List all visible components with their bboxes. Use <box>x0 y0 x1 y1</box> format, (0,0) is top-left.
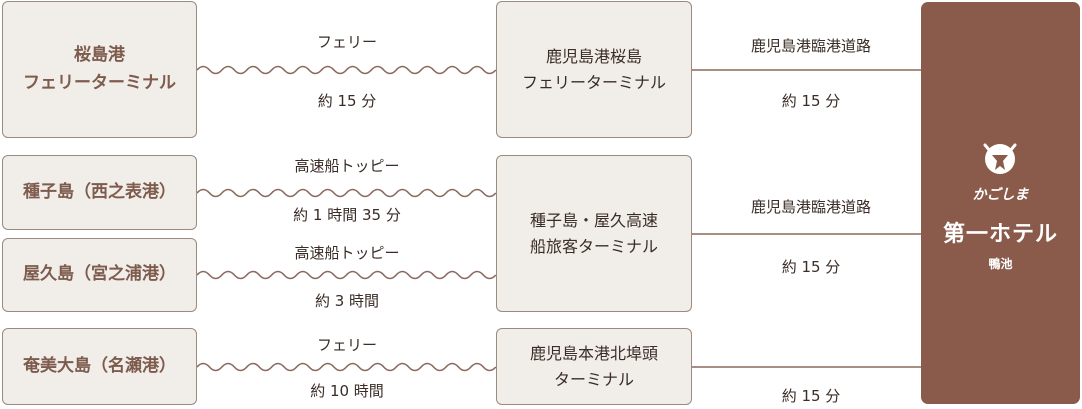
origin-label-line1: 桜島港 <box>74 45 125 66</box>
sea-time-label: 約 1 時間 35 分 <box>293 206 401 224</box>
terminal-label-line1: 種子島・屋久高速 <box>529 210 658 230</box>
hotel-destination: かごしま 第一ホテル 鴨池 <box>921 2 1080 404</box>
origin-yakushima: 屋久島（宮之浦港） <box>2 238 197 312</box>
terminal-label-line1: 鹿児島本港北埠頭 <box>529 343 658 363</box>
terminal-label-line2: 船旅客ターミナル <box>529 236 658 256</box>
road-time-label: 約 15 分 <box>781 258 841 276</box>
terminal-label-line2: フェリーターミナル <box>521 72 666 92</box>
hotel-logo-icon <box>983 143 1017 174</box>
origin-label-line2: フェリーターミナル <box>23 72 176 93</box>
wavy-sea-route-ferry-sakurajima <box>196 65 497 75</box>
road-name-label: 鹿児島港臨港道路 <box>750 37 872 55</box>
wavy-sea-route-amami <box>196 362 497 372</box>
origin-sakurajima-port: 桜島港 フェリーターミナル <box>2 1 197 138</box>
wavy-sea-route-yakushima <box>196 270 497 280</box>
sea-mode-label: 高速船トッピー <box>294 157 400 175</box>
origin-label: 屋久島（宮之浦港） <box>23 264 176 285</box>
sea-mode-label: 高速船トッピー <box>294 244 400 262</box>
terminal-kitafuto: 鹿児島本港北埠頭 ターミナル <box>496 328 692 405</box>
terminal-sakurajima-ferry: 鹿児島港桜島 フェリーターミナル <box>496 1 692 138</box>
sea-time-label: 約 3 時間 <box>314 292 380 310</box>
origin-label: 奄美大島（名瀬港） <box>23 355 176 376</box>
terminal-label-line1: 鹿児島港桜島 <box>545 46 642 66</box>
wavy-sea-route-tanegashima <box>196 188 497 198</box>
origin-label: 種子島（西之表港） <box>23 181 176 202</box>
hotel-name: 第一ホテル <box>942 222 1058 247</box>
road-name-label: 鹿児島港臨港道路 <box>750 198 872 216</box>
terminal-tane-yaku-highspeed: 種子島・屋久高速 船旅客ターミナル <box>496 155 692 312</box>
origin-tanegashima: 種子島（西之表港） <box>2 155 197 230</box>
terminal-label-line2: ターミナル <box>553 369 634 389</box>
sea-mode-label: フェリー <box>316 336 378 354</box>
origin-amami: 奄美大島（名瀬港） <box>2 328 197 405</box>
sea-mode-label: フェリー <box>316 33 378 51</box>
road-time-label: 約 15 分 <box>781 92 841 110</box>
sea-time-label: 約 10 時間 <box>310 382 384 400</box>
sea-time-label: 約 15 分 <box>317 92 377 110</box>
hotel-branch: 鴨池 <box>988 257 1013 271</box>
road-time-label: 約 15 分 <box>781 387 841 405</box>
hotel-brand: かごしま <box>972 187 1029 203</box>
